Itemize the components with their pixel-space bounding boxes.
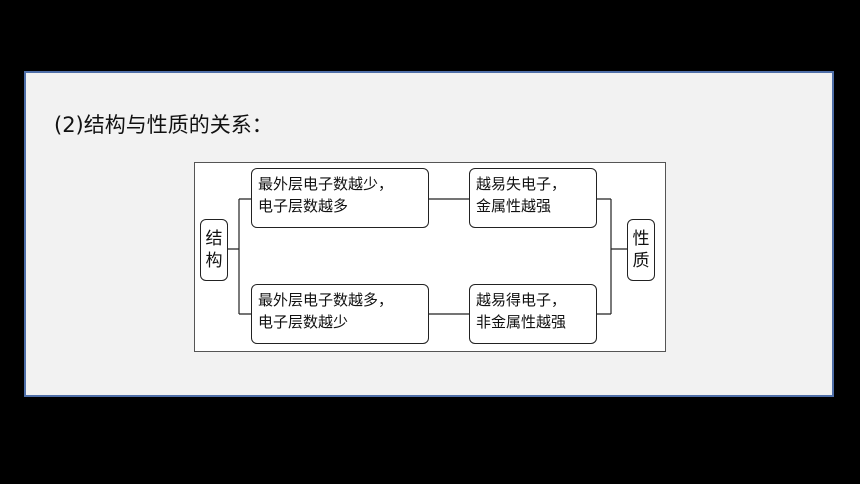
slide-panel: (2)结构与性质的关系： 结 构 最外层电子数越少， 电子层数越多 最外层电子数… [24,71,834,397]
structure-char-2: 构 [205,251,223,271]
bottom-property-line-2: 非金属性越强 [476,313,567,331]
connector-lines [228,198,627,315]
top-structure-line-1: 最外层电子数越少， [258,175,394,193]
bottom-structure-line-1: 最外层电子数越多， [258,291,394,309]
top-property-line-2: 金属性越强 [476,197,552,215]
property-char-2: 质 [632,251,650,271]
bottom-structure-line-2: 电子层数越少 [258,313,349,331]
top-property-box: 越易失电子， 金属性越强 [469,168,597,228]
bottom-structure-box: 最外层电子数越多， 电子层数越少 [251,284,429,344]
bottom-property-line-1: 越易得电子， [476,291,567,309]
bottom-property-box: 越易得电子， 非金属性越强 [469,284,597,344]
property-label-box: 性 质 [627,219,655,281]
structure-label-box: 结 构 [200,219,228,281]
left-bracket [228,198,251,315]
top-structure-line-2: 电子层数越多 [258,197,349,215]
section-heading: (2)结构与性质的关系： [54,113,273,137]
relationship-diagram: 结 构 最外层电子数越少， 电子层数越多 最外层电子数越多， 电子层数越少 越易… [194,162,666,352]
top-structure-box: 最外层电子数越少， 电子层数越多 [251,168,429,228]
top-property-line-1: 越易失电子， [476,175,567,193]
structure-char-1: 结 [205,229,223,249]
property-char-1: 性 [632,229,650,249]
right-bracket [597,198,627,315]
